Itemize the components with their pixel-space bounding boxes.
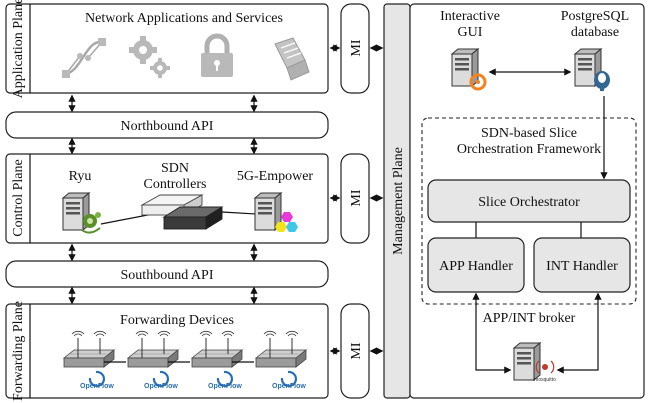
forwarding-switch-3: OpenFlow: [191, 330, 243, 390]
broker-server-icon: [513, 342, 541, 381]
gui-server-icon: [451, 48, 479, 87]
mi-box-top: [340, 3, 370, 94]
mi-connector-top: MI: [329, 3, 384, 94]
sdn-controllers-label-line2: Controllers: [144, 177, 207, 192]
db-label-line2: database: [571, 25, 619, 40]
forwarding-plane-title: Forwarding Devices: [120, 313, 234, 328]
southbound-api-label: Southbound API: [121, 268, 214, 283]
app-handler-broker-arrow: [472, 292, 512, 374]
grafana-logo-icon: [469, 73, 487, 91]
gui-label-line1: Interactive: [440, 9, 500, 24]
management-plane: Management Plane Interactive GUI Postgre…: [383, 3, 645, 399]
db-label-line1: PostgreSQL: [561, 9, 629, 24]
svg-text:OpenFlow: OpenFlow: [208, 383, 242, 390]
mi-connector-middle: MI: [329, 153, 384, 244]
application-plane-title: Network Applications and Services: [85, 11, 283, 26]
postgresql-logo-icon: [594, 71, 610, 91]
scroll-icon: [274, 37, 310, 81]
mosquitto-logo-text: mosquitto: [534, 377, 556, 383]
openflow-icon: OpenFlow: [208, 370, 242, 390]
app-handler-box: [427, 237, 525, 293]
forwarding-switch-1: OpenFlow: [63, 330, 115, 390]
openflow-icon: OpenFlow: [80, 370, 114, 390]
mi-label-bottom: MI: [349, 342, 364, 359]
mi-box-bottom: [340, 303, 370, 399]
management-plane-label: Management Plane: [391, 147, 406, 255]
controllers-to-empower-link: [221, 211, 257, 215]
gui-label-line2: GUI: [458, 25, 483, 40]
control-plane: Control Plane Ryu SDN Controllers 5G-Emp…: [5, 153, 329, 244]
mi-label-top: MI: [349, 39, 364, 56]
bezier-curve-icon: [62, 38, 106, 78]
framework-label-line1: SDN-based Slice: [481, 126, 577, 141]
openflow-icon: OpenFlow: [272, 370, 306, 390]
slice-orchestrator-label: Slice Orchestrator: [478, 195, 580, 210]
empower-logo-icon: [275, 212, 298, 232]
mosquitto-logo-icon: mosquitto: [534, 360, 556, 383]
int-handler-box: [533, 237, 631, 293]
slice-orchestrator-box: [427, 179, 631, 223]
forwarding-switch-2: OpenFlow: [127, 330, 179, 390]
framework-dashed-box: [421, 117, 637, 305]
southbound-api-box: [5, 260, 329, 288]
ryu-label: Ryu: [69, 169, 92, 184]
int-handler-label: INT Handler: [546, 259, 618, 274]
application-plane-label: Application Plane: [11, 0, 26, 98]
svg-text:OpenFlow: OpenFlow: [80, 383, 114, 390]
int-handler-broker-arrow: [556, 292, 602, 374]
app-handler-label: APP Handler: [439, 259, 513, 274]
sdn-controllers-label-line1: SDN: [161, 161, 189, 176]
forwarding-switch-4: OpenFlow: [255, 330, 307, 390]
sdn-controller-hardware-icon: [140, 194, 224, 230]
mi-label-middle: MI: [349, 189, 364, 206]
padlock-icon: [201, 33, 233, 77]
mi-box-middle: [340, 153, 370, 244]
control-plane-label: Control Plane: [11, 159, 26, 236]
forwarding-plane-label: Forwarding Plane: [11, 301, 26, 401]
mi-connector-bottom: MI: [329, 303, 384, 399]
broker-label: APP/INT broker: [483, 311, 576, 326]
forwarding-plane: Forwarding Plane Forwarding Devices Open…: [5, 301, 329, 401]
svg-text:OpenFlow: OpenFlow: [272, 383, 306, 390]
svg-text:OpenFlow: OpenFlow: [144, 383, 178, 390]
gears-icon: [129, 36, 170, 78]
northbound-api-box: [5, 111, 329, 139]
application-plane: Application Plane Network Applications a…: [5, 0, 329, 98]
empower-label: 5G-Empower: [237, 169, 314, 184]
openflow-icon: OpenFlow: [144, 370, 178, 390]
northbound-api-label: Northbound API: [121, 119, 214, 134]
framework-label-line2: Orchestration Framework: [457, 142, 601, 157]
ryu-logo-icon: [81, 212, 101, 234]
application-plane-box: [5, 3, 329, 94]
